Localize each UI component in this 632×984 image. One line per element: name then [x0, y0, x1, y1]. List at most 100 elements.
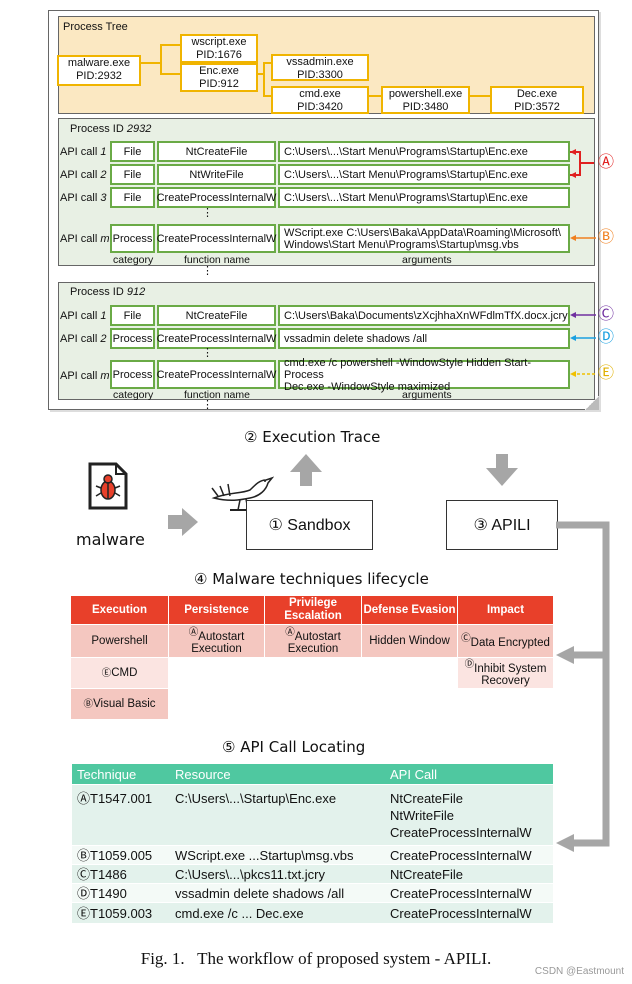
args-cell: WScript.exe C:\Users\Baka\AppData\Roamin… [278, 224, 570, 253]
technique-id: ⒶT1547.001 [77, 791, 153, 806]
locating-title: ⑤ API Call Locating [222, 738, 366, 756]
up-arrow-icon [290, 454, 322, 486]
technique-cell: ⒶAutostart Execution [265, 625, 361, 657]
resource: C:\Users\...\Startup\Enc.exe [175, 791, 337, 806]
tree-connector [160, 44, 162, 74]
resource: WScript.exe ...Startup\msg.vbs [175, 848, 354, 863]
api-call: NtCreateFile [390, 791, 463, 806]
lifecycle-header: Persistence [169, 596, 264, 624]
locating-header: Technique [77, 767, 137, 782]
api-call-label: API call 1 [60, 146, 107, 158]
ellipsis-dots: ⋮ [202, 265, 213, 277]
category-footer: category [113, 389, 154, 401]
technique-cell: ⒸData Encrypted [458, 625, 553, 657]
category-cell: Process [110, 360, 155, 389]
tree-connector [160, 73, 180, 75]
function-cell: CreateProcessInternalW [157, 224, 276, 253]
lifecycle-title: ④ Malware techniques lifecycle [194, 570, 429, 588]
function-footer: function name [184, 389, 250, 401]
malware-file-icon [88, 462, 128, 510]
args-cell: C:\Users\...\Start Menu\Programs\Startup… [278, 141, 570, 162]
marker-arrows [570, 149, 596, 377]
api-call-label: API call 1 [60, 310, 107, 322]
category-cell: Process [110, 328, 155, 349]
marker-b-icon: Ⓑ [598, 229, 615, 246]
api-call-label: API call m [60, 370, 110, 382]
ellipsis-dots: ⋮ [202, 347, 213, 359]
category-cell: Process [110, 224, 155, 253]
technique-id: ⒷT1059.005 [77, 848, 153, 863]
args-cell: cmd.exe /c powershell -WindowStyle Hidde… [278, 357, 570, 393]
table-row [72, 785, 553, 845]
locating-header: Resource [175, 767, 231, 782]
category-cell: File [110, 164, 155, 185]
api-call: CreateProcessInternalW [390, 906, 532, 921]
ellipsis-dots: ⋮ [202, 207, 213, 219]
lifecycle-header: Defense Evasion [362, 596, 457, 624]
tree-connector [263, 95, 271, 97]
tree-connector [137, 62, 161, 64]
category-footer: category [113, 254, 154, 266]
resource: cmd.exe /c ... Dec.exe [175, 906, 304, 921]
apili-output-arrows [556, 521, 610, 852]
locating-header: API Call [390, 767, 437, 782]
tree-connector [160, 44, 180, 46]
category-cell: File [110, 305, 155, 326]
api-call: NtWriteFile [390, 808, 455, 823]
technique-cell: ⒹInhibit System Recovery [458, 658, 553, 688]
api-call-label: API call 2 [60, 169, 107, 181]
apili-box: ③ APILI [446, 500, 558, 550]
args-cell: C:\Users\...\Start Menu\Programs\Startup… [278, 187, 570, 208]
right-arrow-icon [168, 508, 198, 536]
api-call-label: API call m [60, 233, 110, 245]
table-row [72, 903, 553, 923]
sandbox-box: ① Sandbox [246, 500, 373, 550]
watermark: CSDN @Eastmount [534, 966, 624, 977]
table-row [72, 865, 553, 883]
ellipsis-dots: ⋮ [202, 399, 213, 411]
lifecycle-header: Impact [458, 596, 553, 624]
technique-cell: ⒶAutostart Execution [169, 625, 264, 657]
technique-cell: Powershell [71, 625, 168, 657]
marker-a-icon: Ⓐ [598, 154, 615, 171]
process-tree-title: Process Tree [63, 21, 128, 33]
lifecycle-header: Privilege Escalation [265, 596, 361, 624]
args-cell: vssadmin delete shadows /all [278, 328, 570, 349]
lifecycle-header: Execution [71, 596, 168, 624]
api-call: CreateProcessInternalW [390, 886, 532, 901]
malware-label: malware [76, 530, 145, 549]
api-call: CreateProcessInternalW [390, 848, 532, 863]
technique-id: ⒺT1059.003 [77, 906, 153, 921]
tree-connector [263, 62, 271, 64]
function-cell: NtWriteFile [157, 164, 276, 185]
args-cell: C:\Users\Baka\Documents\zXcjhhaXnWFdlmTf… [278, 305, 570, 326]
args-cell: C:\Users\...\Start Menu\Programs\Startup… [278, 164, 570, 185]
args-footer: arguments [402, 389, 452, 401]
technique-cell: Hidden Window [362, 625, 457, 657]
down-arrow-icon [486, 454, 518, 486]
function-footer: function name [184, 254, 250, 266]
marker-e-icon: Ⓔ [598, 365, 615, 382]
function-cell: CreateProcessInternalW [157, 187, 276, 208]
tree-connector [254, 73, 264, 75]
trace-title: Process ID 912 [70, 286, 146, 298]
resource: vssadmin delete shadows /all [175, 886, 345, 901]
api-call: NtCreateFile [390, 867, 463, 882]
table-row [72, 884, 553, 902]
tree-connector [466, 95, 490, 97]
technique-id: ⒸT1486 [77, 867, 127, 882]
args-footer: arguments [402, 254, 452, 266]
tree-connector [365, 95, 381, 97]
api-call-label: API call 3 [60, 192, 107, 204]
api-call-label: API call 2 [60, 333, 107, 345]
function-cell: NtCreateFile [157, 305, 276, 326]
function-cell: CreateProcessInternalW [157, 328, 276, 349]
trace-title: Process ID 2932 [70, 123, 152, 135]
function-cell: CreateProcessInternalW [157, 360, 276, 389]
technique-id: ⒹT1490 [77, 886, 127, 901]
